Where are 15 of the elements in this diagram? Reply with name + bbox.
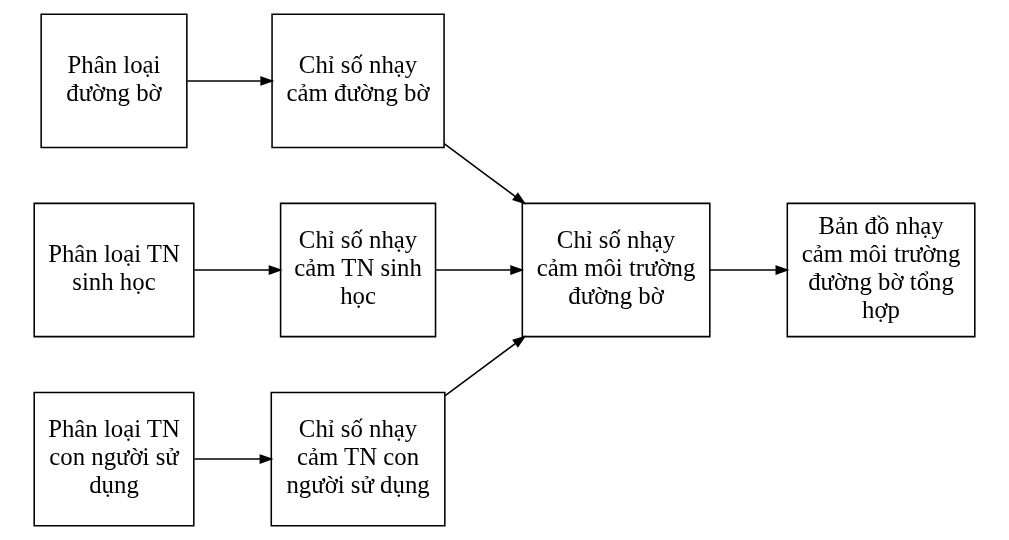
node-box: Chỉ số nhạy cảm đường bờ [271,13,445,149]
arrow [444,335,527,397]
node-box: Chỉ số nhạy cảm TN sinh học [279,202,437,338]
node-box: Phân loại TN con người sử dụng [33,391,195,527]
arrow [709,265,790,275]
node-box: Bản đồ nhạy cảm môi trường đường bờ tổng hợp [786,202,976,338]
node-box: Phân loại TN sinh học [33,202,195,338]
arrow [193,265,283,275]
arrow [193,454,274,464]
arrow [186,76,275,86]
arrow [435,265,525,275]
node-box: Chỉ số nhạy cảm môi trường đường bờ [521,202,711,338]
arrow [443,143,527,205]
node-box: Phân loại đường bờ [40,13,188,149]
node-box: Chỉ số nhạy cảm TN con người sử dụng [270,391,446,527]
